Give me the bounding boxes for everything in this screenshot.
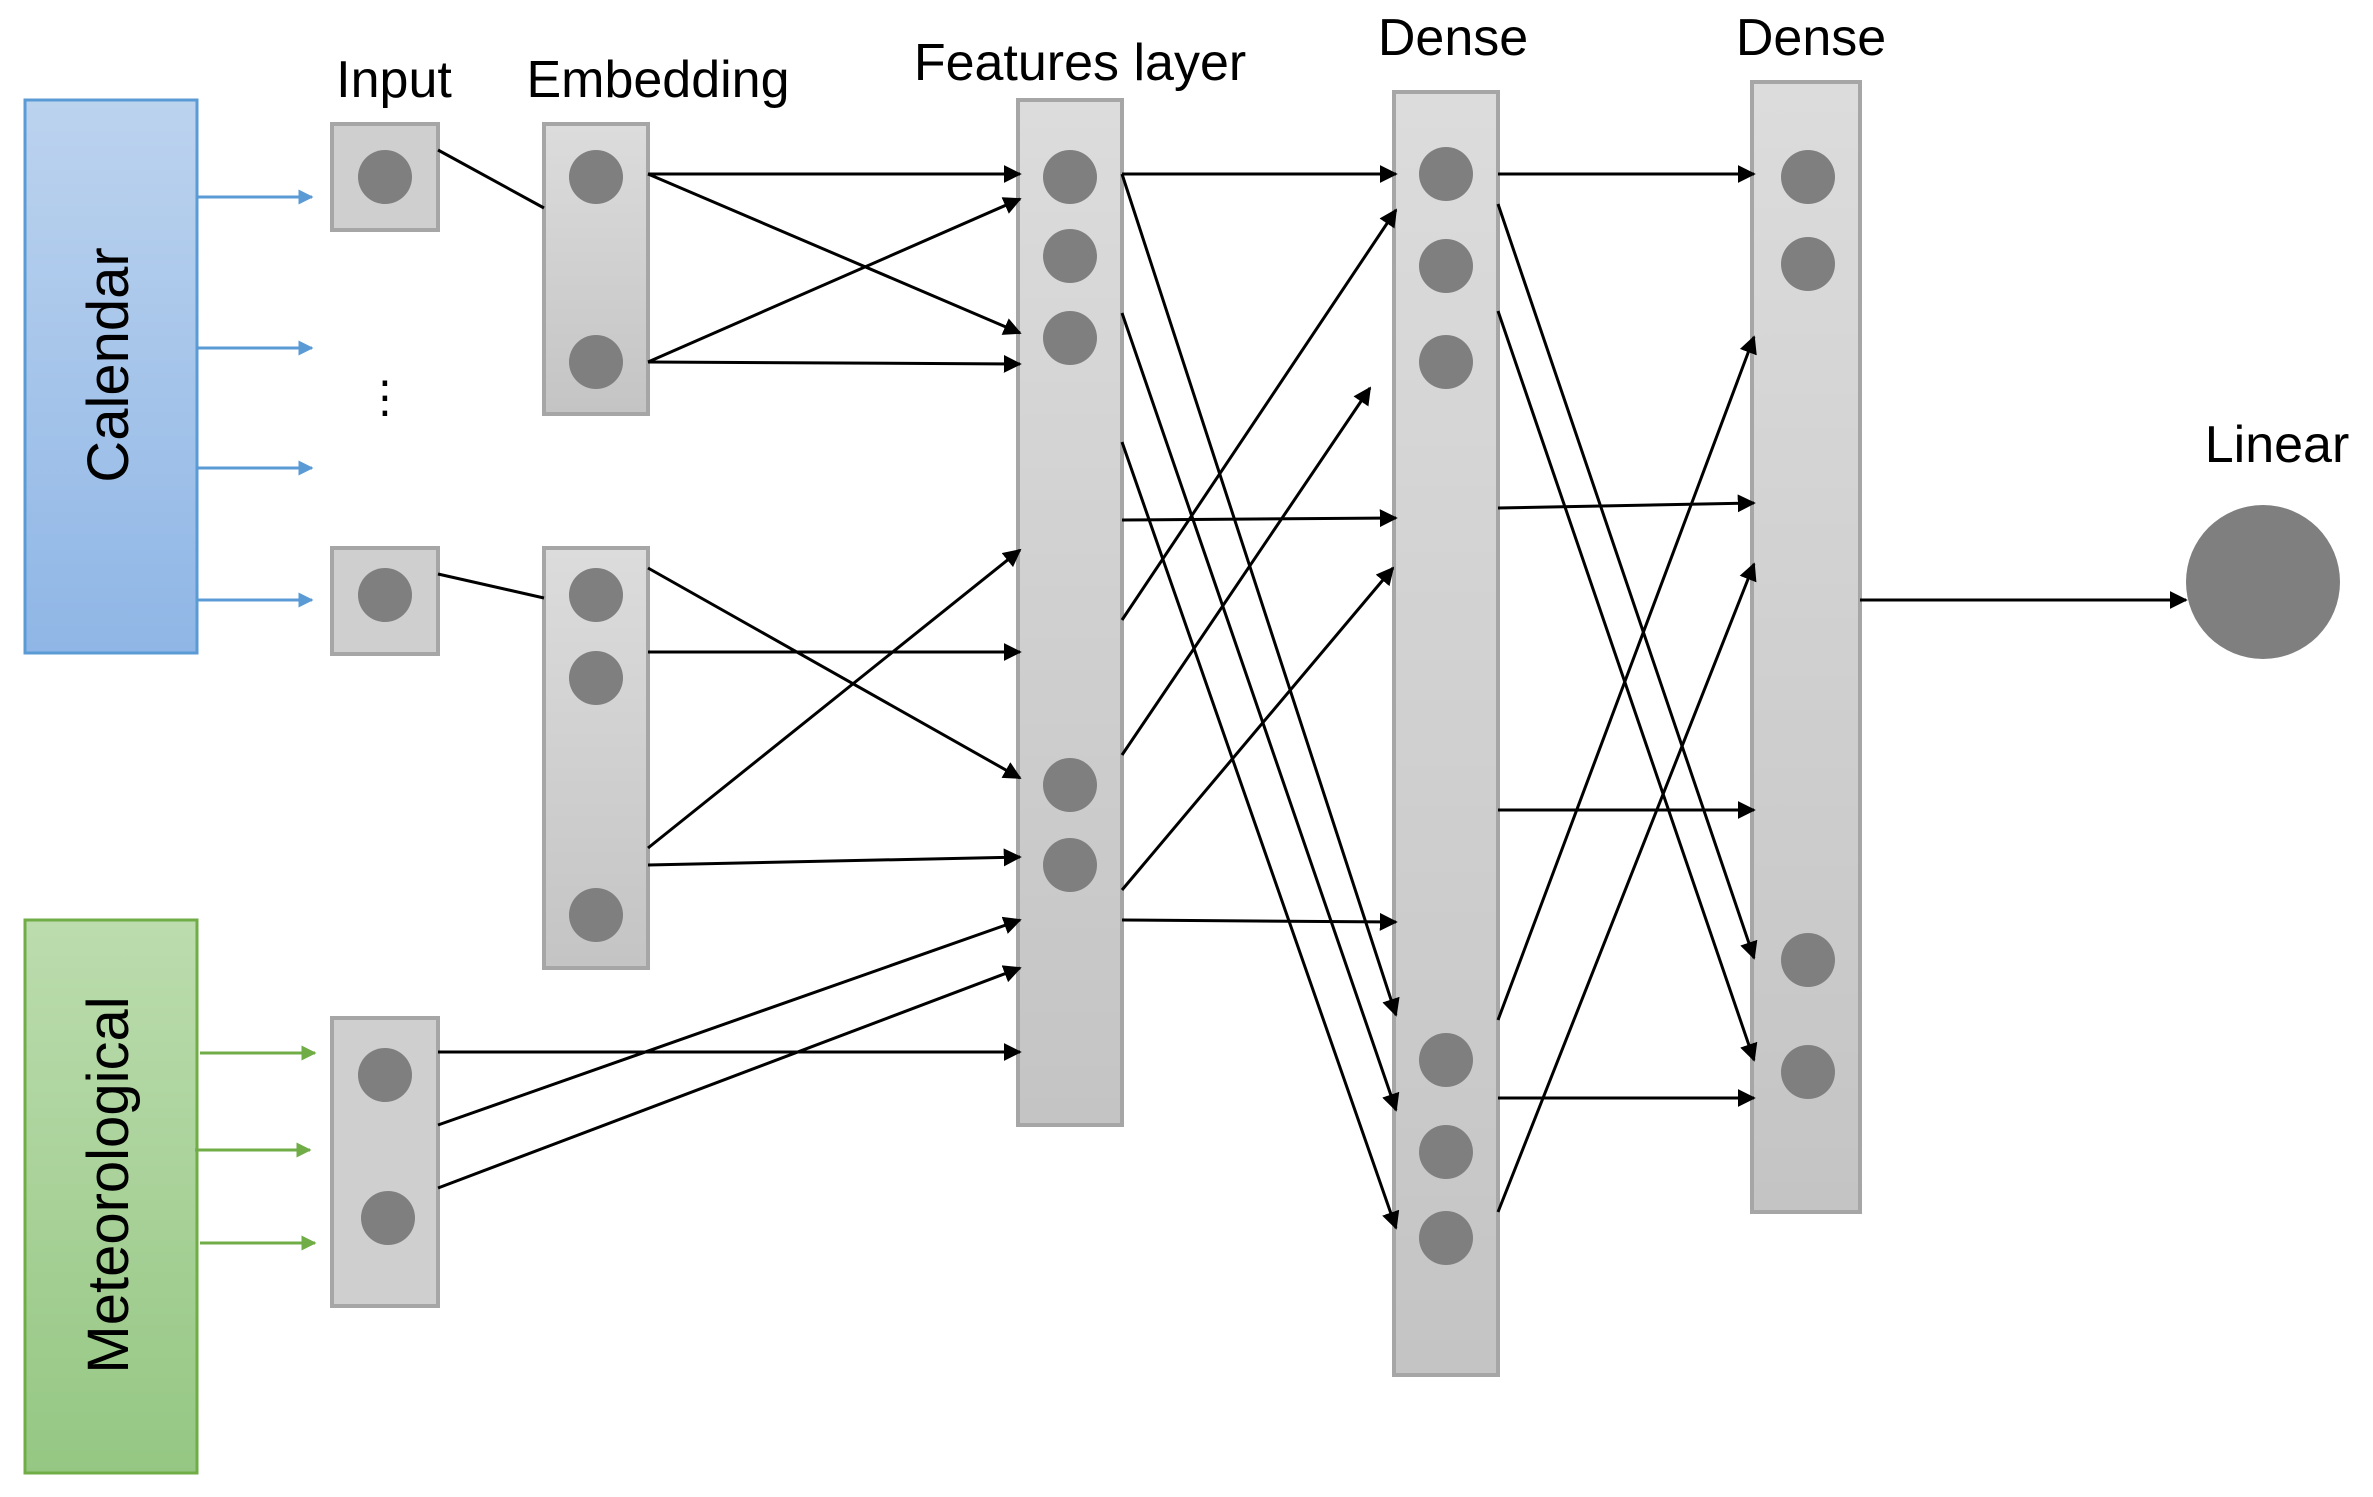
node — [1043, 229, 1097, 283]
edge — [1496, 335, 1757, 1021]
edge — [1120, 566, 1395, 891]
meteorological-label: Meteorological — [76, 996, 141, 1373]
edge — [1120, 441, 1400, 1230]
node — [361, 1191, 415, 1245]
meteorological-arrows — [195, 1045, 317, 1251]
nodes — [358, 147, 2340, 1265]
edge — [647, 566, 1022, 780]
edge — [437, 148, 545, 210]
node — [1419, 147, 1473, 201]
edge — [1121, 912, 1398, 931]
node — [1043, 150, 1097, 204]
node — [1419, 1125, 1473, 1179]
node — [1043, 838, 1097, 892]
node — [1781, 933, 1835, 987]
node — [358, 568, 412, 622]
edge — [437, 965, 1022, 1190]
calendar-arrows — [197, 189, 314, 608]
node — [569, 888, 623, 942]
input-column-label: Input — [336, 51, 452, 109]
features-layer-box — [1016, 98, 1124, 1127]
edge — [1120, 386, 1372, 756]
node — [569, 651, 623, 705]
edge — [437, 916, 1022, 1127]
features-layer-label: Features layer — [914, 34, 1246, 92]
node — [569, 335, 623, 389]
edge — [437, 572, 545, 600]
edge — [1120, 312, 1400, 1112]
input-ellipsis: ⋮ — [363, 373, 407, 422]
linear-label: Linear — [2205, 416, 2350, 474]
embedding-column-label: Embedding — [526, 51, 789, 109]
node — [569, 150, 623, 204]
edge — [1496, 203, 1758, 960]
node — [358, 1048, 412, 1102]
node — [569, 568, 623, 622]
node — [1781, 150, 1835, 204]
calendar-label: Calendar — [76, 247, 141, 482]
edge — [1497, 494, 1756, 513]
node — [1419, 239, 1473, 293]
edge — [1496, 310, 1758, 1062]
node — [1419, 1211, 1473, 1265]
edge — [1121, 509, 1398, 528]
node — [1781, 1045, 1835, 1099]
node — [1419, 1033, 1473, 1087]
dense-1-label: Dense — [1378, 9, 1528, 67]
input-layer — [330, 122, 440, 1308]
calendar-source: Calendar — [23, 98, 199, 655]
edge — [647, 548, 1022, 850]
edge — [1496, 562, 1757, 1213]
node — [1043, 311, 1097, 365]
dense-2-label: Dense — [1736, 9, 1886, 67]
edge — [647, 354, 1022, 373]
edges — [437, 148, 2188, 1230]
embedding-layer — [542, 122, 650, 970]
edge — [647, 848, 1022, 867]
node — [1781, 237, 1835, 291]
edge — [647, 197, 1022, 364]
edge — [647, 172, 1022, 335]
edge — [1120, 173, 1400, 1017]
node — [358, 150, 412, 204]
meteorological-source: Meteorological — [23, 918, 199, 1475]
node — [1419, 335, 1473, 389]
edge — [1120, 208, 1398, 621]
linear-output-node — [2186, 505, 2340, 659]
node — [1043, 758, 1097, 812]
